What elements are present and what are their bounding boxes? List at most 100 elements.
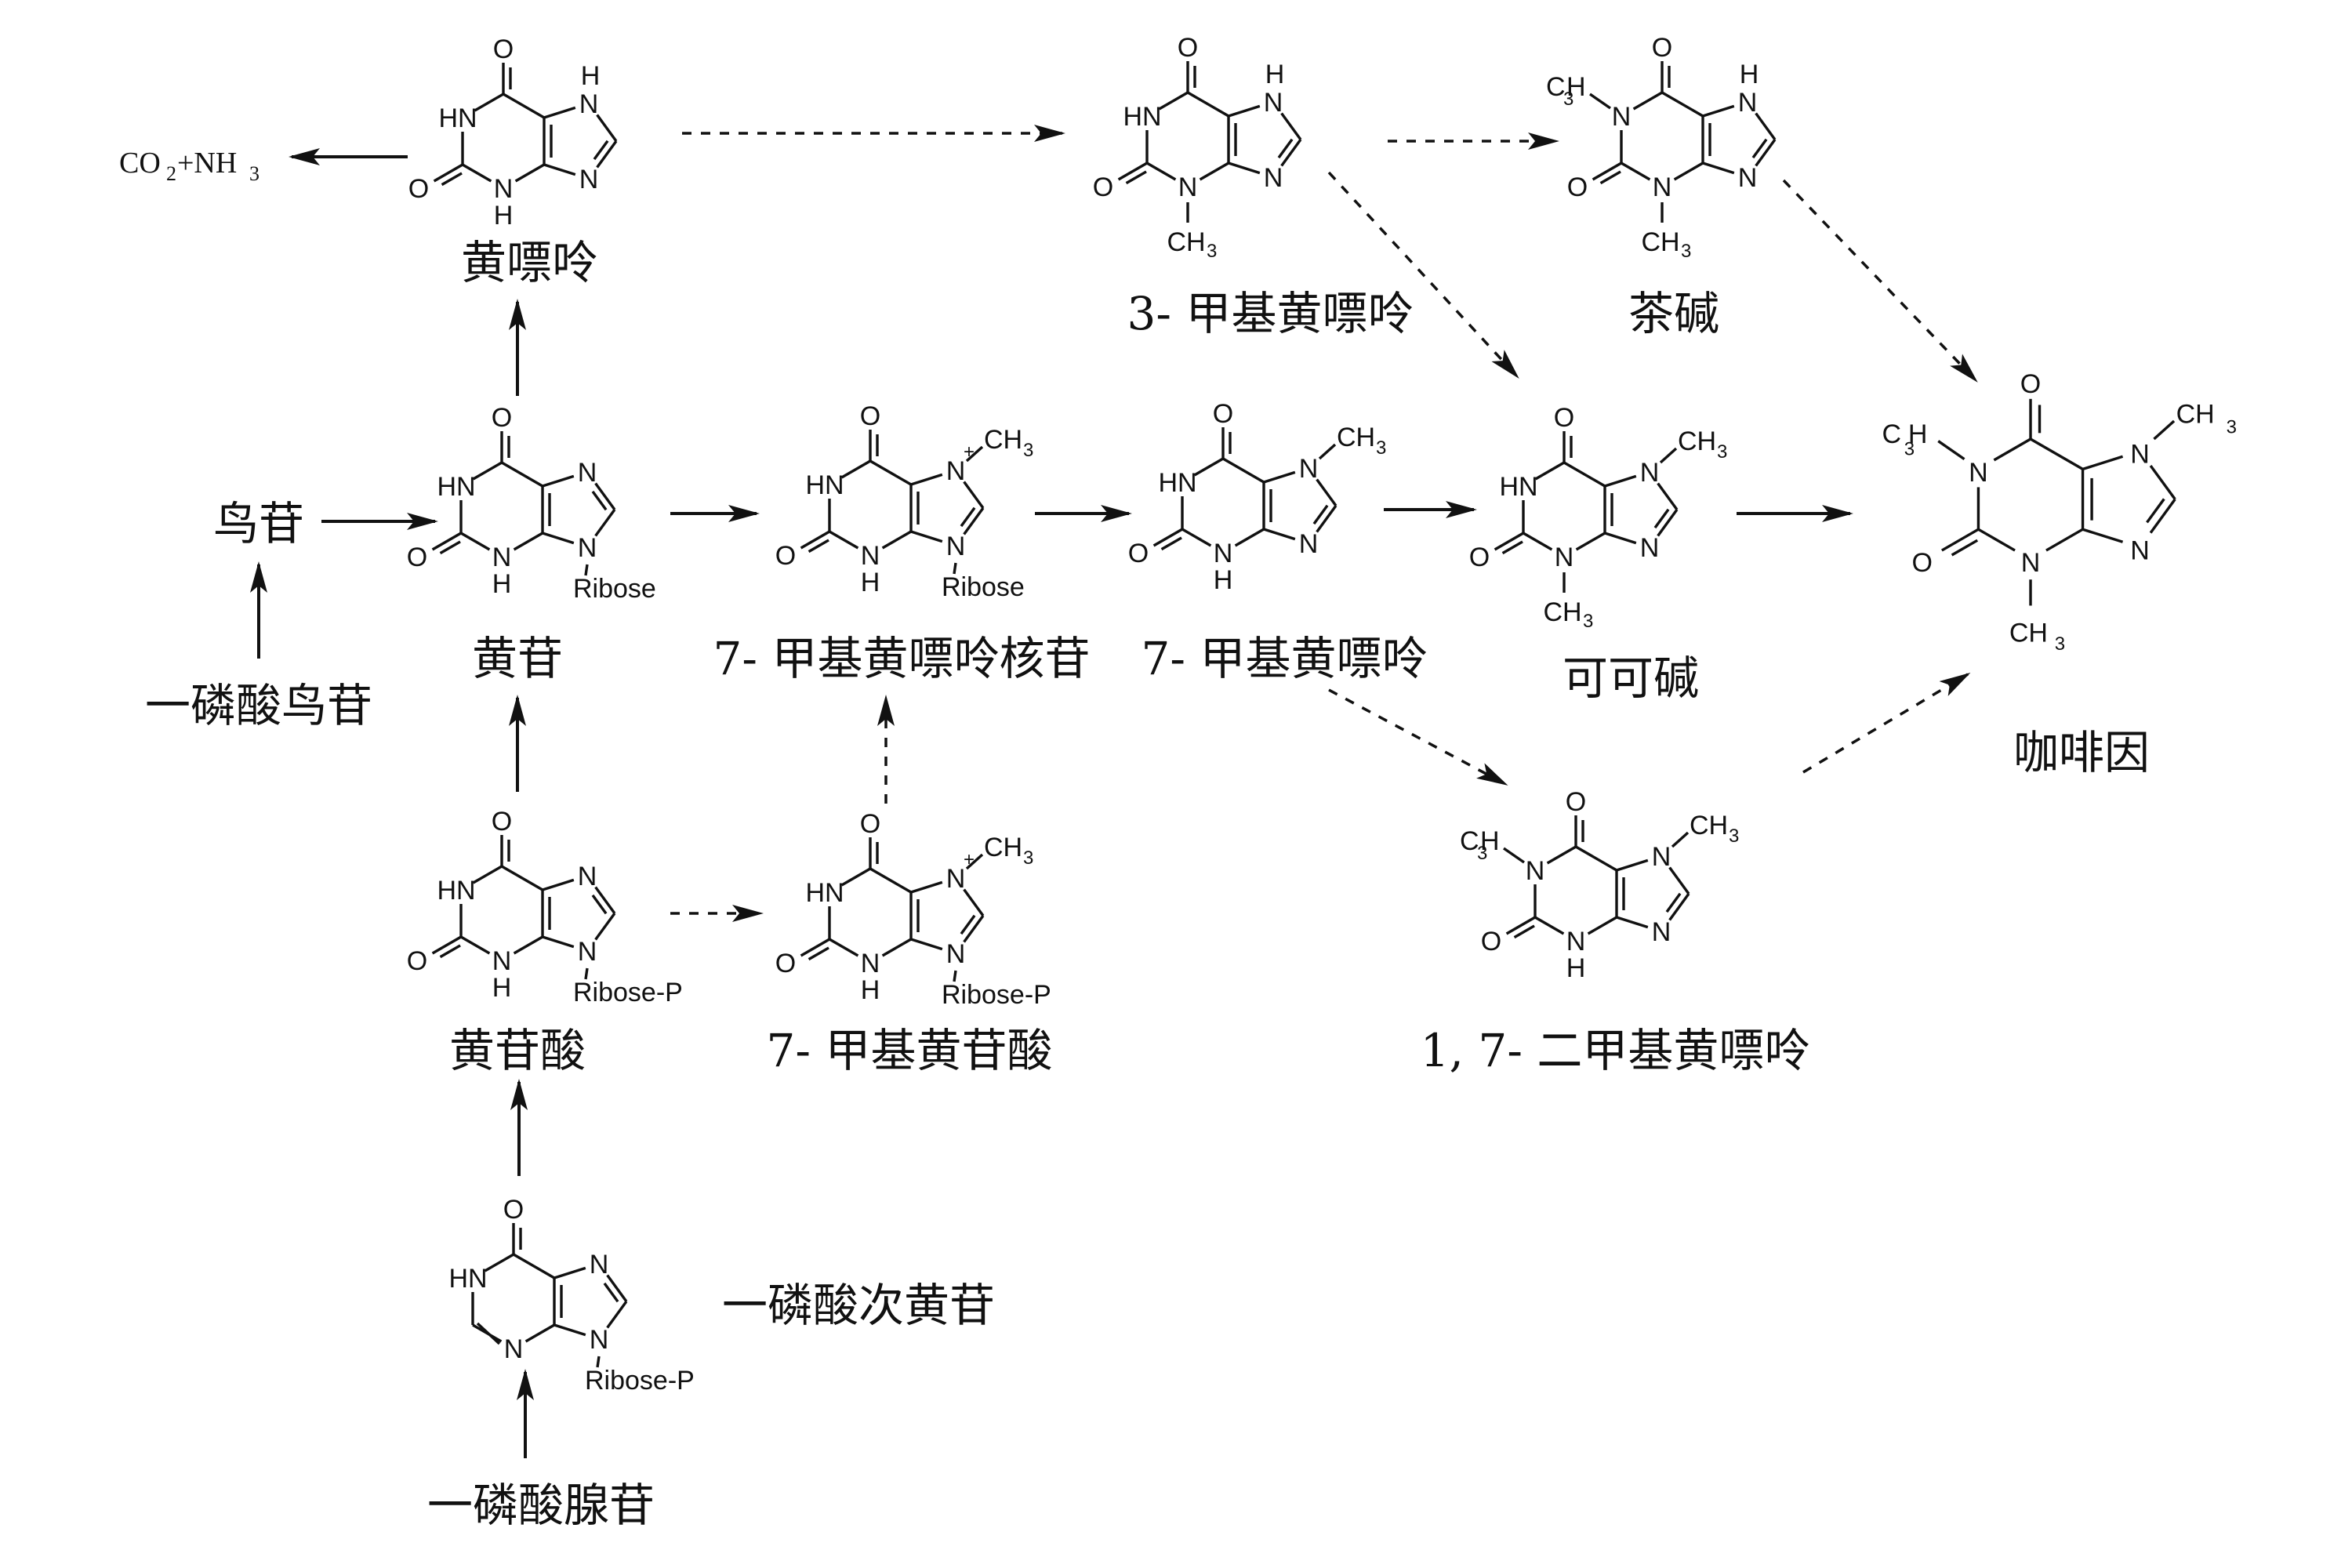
- xanthosine-label: 黄苷: [472, 632, 563, 685]
- bond-n1-methyl: [1937, 440, 1965, 460]
- methyl-3: CH: [1543, 597, 1581, 627]
- oxygen-2: O: [407, 946, 427, 976]
- bond-c5-n7: [2082, 455, 2124, 471]
- oxygen-2: O: [1912, 548, 1933, 578]
- oxygen-6: O: [1178, 33, 1198, 63]
- bond-n7-c8: [606, 1274, 628, 1303]
- methyl-1-h: H: [1908, 419, 1928, 449]
- bond-n1-c6: [472, 461, 503, 481]
- bond-c8-n9: [1316, 504, 1338, 533]
- bond-n7-c8-double: [591, 894, 608, 915]
- ribose-group: Ribose-P: [585, 1366, 695, 1396]
- oxygen-6: O: [860, 809, 880, 839]
- xanthine-label: 黄嘌呤: [461, 236, 597, 289]
- bond-n7-c8: [1657, 482, 1679, 511]
- methyl-1-carbon: C: [1546, 72, 1566, 102]
- bond-c2-o2-double: [1951, 539, 1979, 557]
- oxygen-6: O: [1554, 403, 1574, 433]
- oxygen-2: O: [407, 543, 427, 572]
- bond-c8-n9-double: [2146, 498, 2165, 524]
- ribose-group: Ribose: [573, 574, 656, 604]
- ribose-group: Ribose-P: [942, 980, 1051, 1010]
- bond-n9-c4: [1228, 162, 1261, 175]
- bond-c5-n7: [910, 880, 943, 894]
- bond-n9-ribose: [596, 1356, 601, 1368]
- bond-n7-c8: [963, 888, 985, 917]
- bond-n9-c4: [910, 530, 943, 543]
- bond-c2-o2: [800, 938, 830, 957]
- bond-c2-o2-double: [1160, 536, 1182, 551]
- gmp-label: 一磷酸鸟苷: [145, 679, 372, 732]
- methyl-1-carbon: C: [1460, 826, 1479, 856]
- bond-c6-c5: [1222, 457, 1265, 484]
- hydrogen-3: H: [1214, 565, 1233, 595]
- nitrogen-9: N: [946, 532, 966, 561]
- methyl-3-sub: 3: [2055, 633, 2065, 655]
- nitrogen-9: N: [578, 937, 597, 967]
- bond-c4-n3: [881, 938, 912, 957]
- bond-c4-n3: [1234, 528, 1265, 547]
- bond-c2-o2-double: [439, 944, 461, 959]
- bond-n3-c2: [462, 163, 492, 183]
- methyl-7: CH: [984, 425, 1022, 455]
- nitrogen-1-h: HN: [438, 103, 477, 133]
- ribose-group: Ribose-P: [573, 978, 683, 1007]
- methyl-1-sub: 3: [1904, 438, 1915, 459]
- bond-n9-ribose: [953, 562, 957, 575]
- bond-n7-methyl: [965, 853, 984, 870]
- bond-c2-o2: [1505, 916, 1536, 935]
- bond-c4-n3: [881, 530, 912, 550]
- bond-c8-n9: [1280, 138, 1302, 167]
- nitrogen-3: N: [492, 946, 512, 976]
- bond-n1-c6: [474, 93, 504, 112]
- bond-c8-n9-double: [1751, 138, 1768, 159]
- bond-c6-c5: [1575, 845, 1617, 872]
- bond-c5-n7: [543, 106, 576, 119]
- bond-n1-c6: [484, 1253, 514, 1272]
- methyl-7: CH: [2176, 400, 2215, 430]
- methyl-7-sub: 3: [1023, 848, 1033, 869]
- bond-c8-n9-double: [1665, 892, 1682, 913]
- hydrogen-3: H: [494, 201, 514, 230]
- oxygen-6: O: [493, 34, 514, 64]
- nitrogen-3: N: [1555, 543, 1574, 572]
- bond-n1-methyl: [1589, 93, 1611, 110]
- bond-n9-c4: [542, 532, 575, 545]
- nitrogen-3: N: [492, 543, 512, 572]
- bond-c5-n7: [1616, 858, 1649, 872]
- bond-n1-c6: [1534, 461, 1565, 481]
- bond-c5-n7: [910, 473, 943, 486]
- hydrogen-3: H: [861, 568, 880, 597]
- bond-n1-c6: [840, 867, 871, 887]
- oxygen-2: O: [1481, 927, 1501, 956]
- oxygen-2: O: [1093, 172, 1113, 202]
- bond-c6-c5: [869, 867, 912, 894]
- nitrogen-9: N: [1640, 533, 1660, 563]
- methyl-3: CH: [2009, 619, 2048, 648]
- bond-c2-o2-double: [1501, 540, 1523, 555]
- bond-n7-c8: [594, 886, 616, 915]
- bond-c6-c5: [1187, 91, 1229, 118]
- nitrogen-1: N: [1969, 458, 1988, 488]
- bond-c5-n7: [1228, 104, 1261, 118]
- nitrogen-1-h: HN: [437, 472, 475, 502]
- xmp-label: 黄苷酸: [449, 1024, 586, 1077]
- nitrogen-3: N: [2021, 548, 2041, 578]
- nitrogen-9: N: [578, 533, 597, 563]
- nitrogen-3: N: [494, 174, 514, 204]
- bond-c2-o2-double: [1599, 170, 1621, 185]
- nitrogen-3: N: [1178, 172, 1198, 202]
- hydrogen-3: H: [861, 975, 880, 1005]
- methyl-3-sub: 3: [1583, 611, 1593, 632]
- methyl-7-sub: 3: [1717, 441, 1727, 463]
- hydrogen-7: H: [1740, 60, 1759, 89]
- oxygen-6: O: [1213, 399, 1233, 429]
- bond-c5-n7: [542, 474, 575, 488]
- nitrogen-9: N: [1738, 163, 1758, 193]
- bond-c2-o2-double: [441, 172, 463, 187]
- hydrogen-7: H: [1265, 60, 1285, 89]
